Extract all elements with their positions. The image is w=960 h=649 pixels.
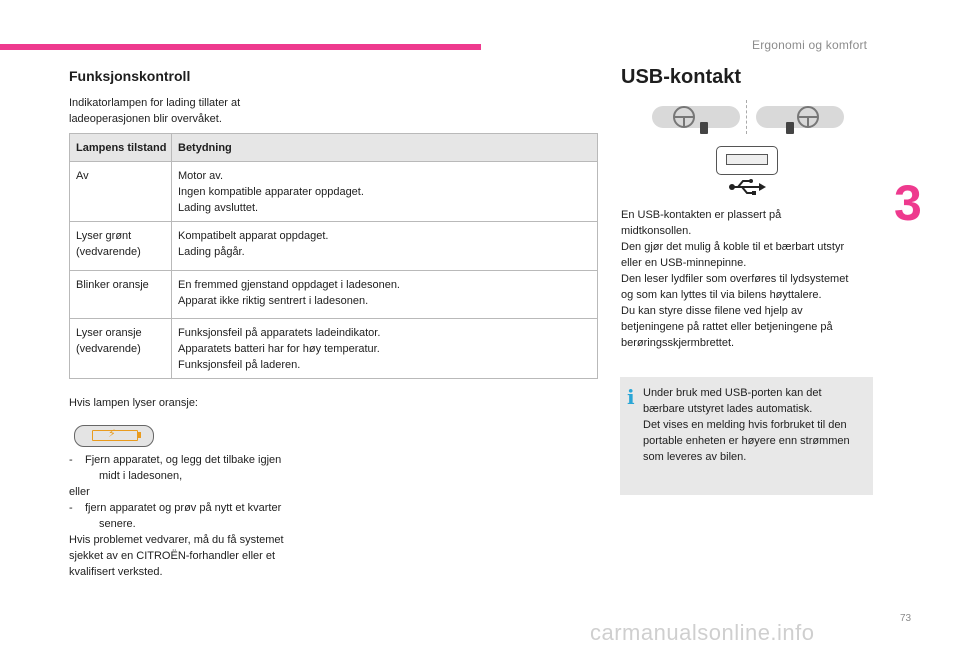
- steering-wheel-icon: [756, 106, 844, 134]
- usb-description: En USB-kontakten er plassert på midtkons…: [621, 209, 849, 349]
- info-note-text: Under bruk med USB-porten kan det bærbar…: [643, 387, 850, 463]
- state-cell: Av: [69, 161, 172, 222]
- divider: [746, 100, 748, 134]
- closing-paragraph: Hvis problemet vedvarer, må du få system…: [69, 534, 284, 578]
- orange-lamp-caption: Hvis lampen lyser oransje:: [69, 397, 198, 409]
- table-row: Lyser grønt (vedvarende) Kompatibelt app…: [69, 221, 598, 271]
- left-heading: Funksjonskontroll: [69, 68, 191, 84]
- meaning-cell: Kompatibelt apparat oppdaget. Lading påg…: [171, 221, 598, 271]
- watermark: carmanualsonline.info: [590, 620, 815, 645]
- meaning-cell: En fremmed gjenstand oppdaget i ladesone…: [171, 270, 598, 319]
- section-title: Ergonomi og komfort: [752, 38, 868, 52]
- battery-tip-icon: [138, 432, 141, 438]
- meaning-cell: Motor av. Ingen kompatible apparater opp…: [171, 161, 598, 222]
- chapter-number: 3: [894, 175, 922, 231]
- state-cell: Lyser oransje (vedvarende): [69, 318, 172, 379]
- usb-slot: [726, 154, 768, 165]
- lamp-status-table: Lampens tilstand Betydning Av Motor av. …: [69, 133, 598, 379]
- instruction-steps: - Fjern apparatet, og legg det tilbake i…: [69, 452, 309, 580]
- info-note-box: [620, 377, 873, 495]
- column-header-state: Lampens tilstand: [69, 133, 172, 162]
- right-heading: USB-kontakt: [621, 66, 742, 88]
- column-header-meaning: Betydning: [171, 133, 598, 162]
- charging-bolt-icon: ⚡: [108, 428, 116, 440]
- or-text: eller: [69, 486, 90, 498]
- table-header-row: Lampens tilstand Betydning: [69, 133, 598, 162]
- page-number: 73: [900, 613, 912, 624]
- battery-icon: [92, 430, 138, 441]
- info-icon: i: [627, 385, 635, 409]
- state-cell: Blinker oransje: [69, 270, 172, 319]
- intro-paragraph: Indikatorlampen for lading tillater at l…: [69, 97, 241, 125]
- steering-wheel-icon: [652, 106, 740, 134]
- table-row: Blinker oransje En fremmed gjenstand opp…: [69, 270, 598, 319]
- usb-symbol-icon: [729, 179, 766, 195]
- table-row: Lyser oransje (vedvarende) Funksjonsfeil…: [69, 318, 598, 379]
- table-row: Av Motor av. Ingen kompatible apparater …: [69, 161, 598, 222]
- list-item: - fjern apparatet og prøv på nytt et kva…: [69, 502, 282, 530]
- header-accent-bar: [0, 44, 481, 50]
- meaning-cell: Funksjonsfeil på apparatets ladeindikato…: [171, 318, 598, 379]
- state-cell: Lyser grønt (vedvarende): [69, 221, 172, 271]
- list-item: - Fjern apparatet, og legg det tilbake i…: [69, 454, 282, 482]
